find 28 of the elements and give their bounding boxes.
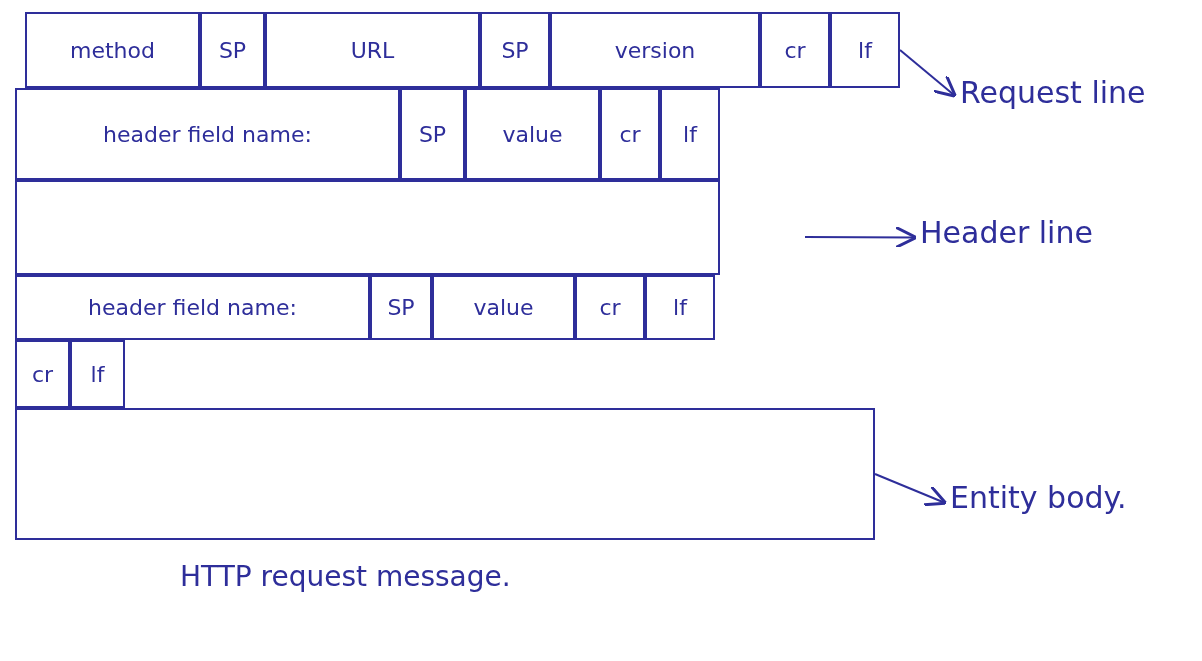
field-cell: value bbox=[465, 88, 600, 180]
field-cell: value bbox=[432, 275, 575, 340]
arrow bbox=[899, 49, 958, 98]
field-cell: lf bbox=[70, 340, 125, 408]
field-cell: SP bbox=[400, 88, 465, 180]
field-cell: SP bbox=[200, 12, 265, 88]
field-cell: URL bbox=[265, 12, 480, 88]
arrow bbox=[874, 473, 948, 507]
field-cell: header field name: bbox=[15, 275, 370, 340]
field-cell: SP bbox=[370, 275, 432, 340]
field-cell: cr bbox=[600, 88, 660, 180]
field-cell: SP bbox=[480, 12, 550, 88]
field-cell: lf bbox=[660, 88, 720, 180]
field-cell: cr bbox=[575, 275, 645, 340]
arrow bbox=[804, 225, 918, 249]
caption: HTTP request message. bbox=[180, 560, 511, 593]
field-cell: lf bbox=[830, 12, 900, 88]
empty-box bbox=[15, 408, 875, 540]
field-cell: method bbox=[25, 12, 200, 88]
section-label: Header line bbox=[920, 215, 1170, 260]
field-cell: lf bbox=[645, 275, 715, 340]
section-label: Entity body. bbox=[950, 480, 1190, 525]
field-cell: cr bbox=[760, 12, 830, 88]
field-cell: cr bbox=[15, 340, 70, 408]
field-cell: version bbox=[550, 12, 760, 88]
empty-box bbox=[15, 180, 720, 275]
section-label: Request line bbox=[960, 75, 1190, 115]
field-cell: header field name: bbox=[15, 88, 400, 180]
